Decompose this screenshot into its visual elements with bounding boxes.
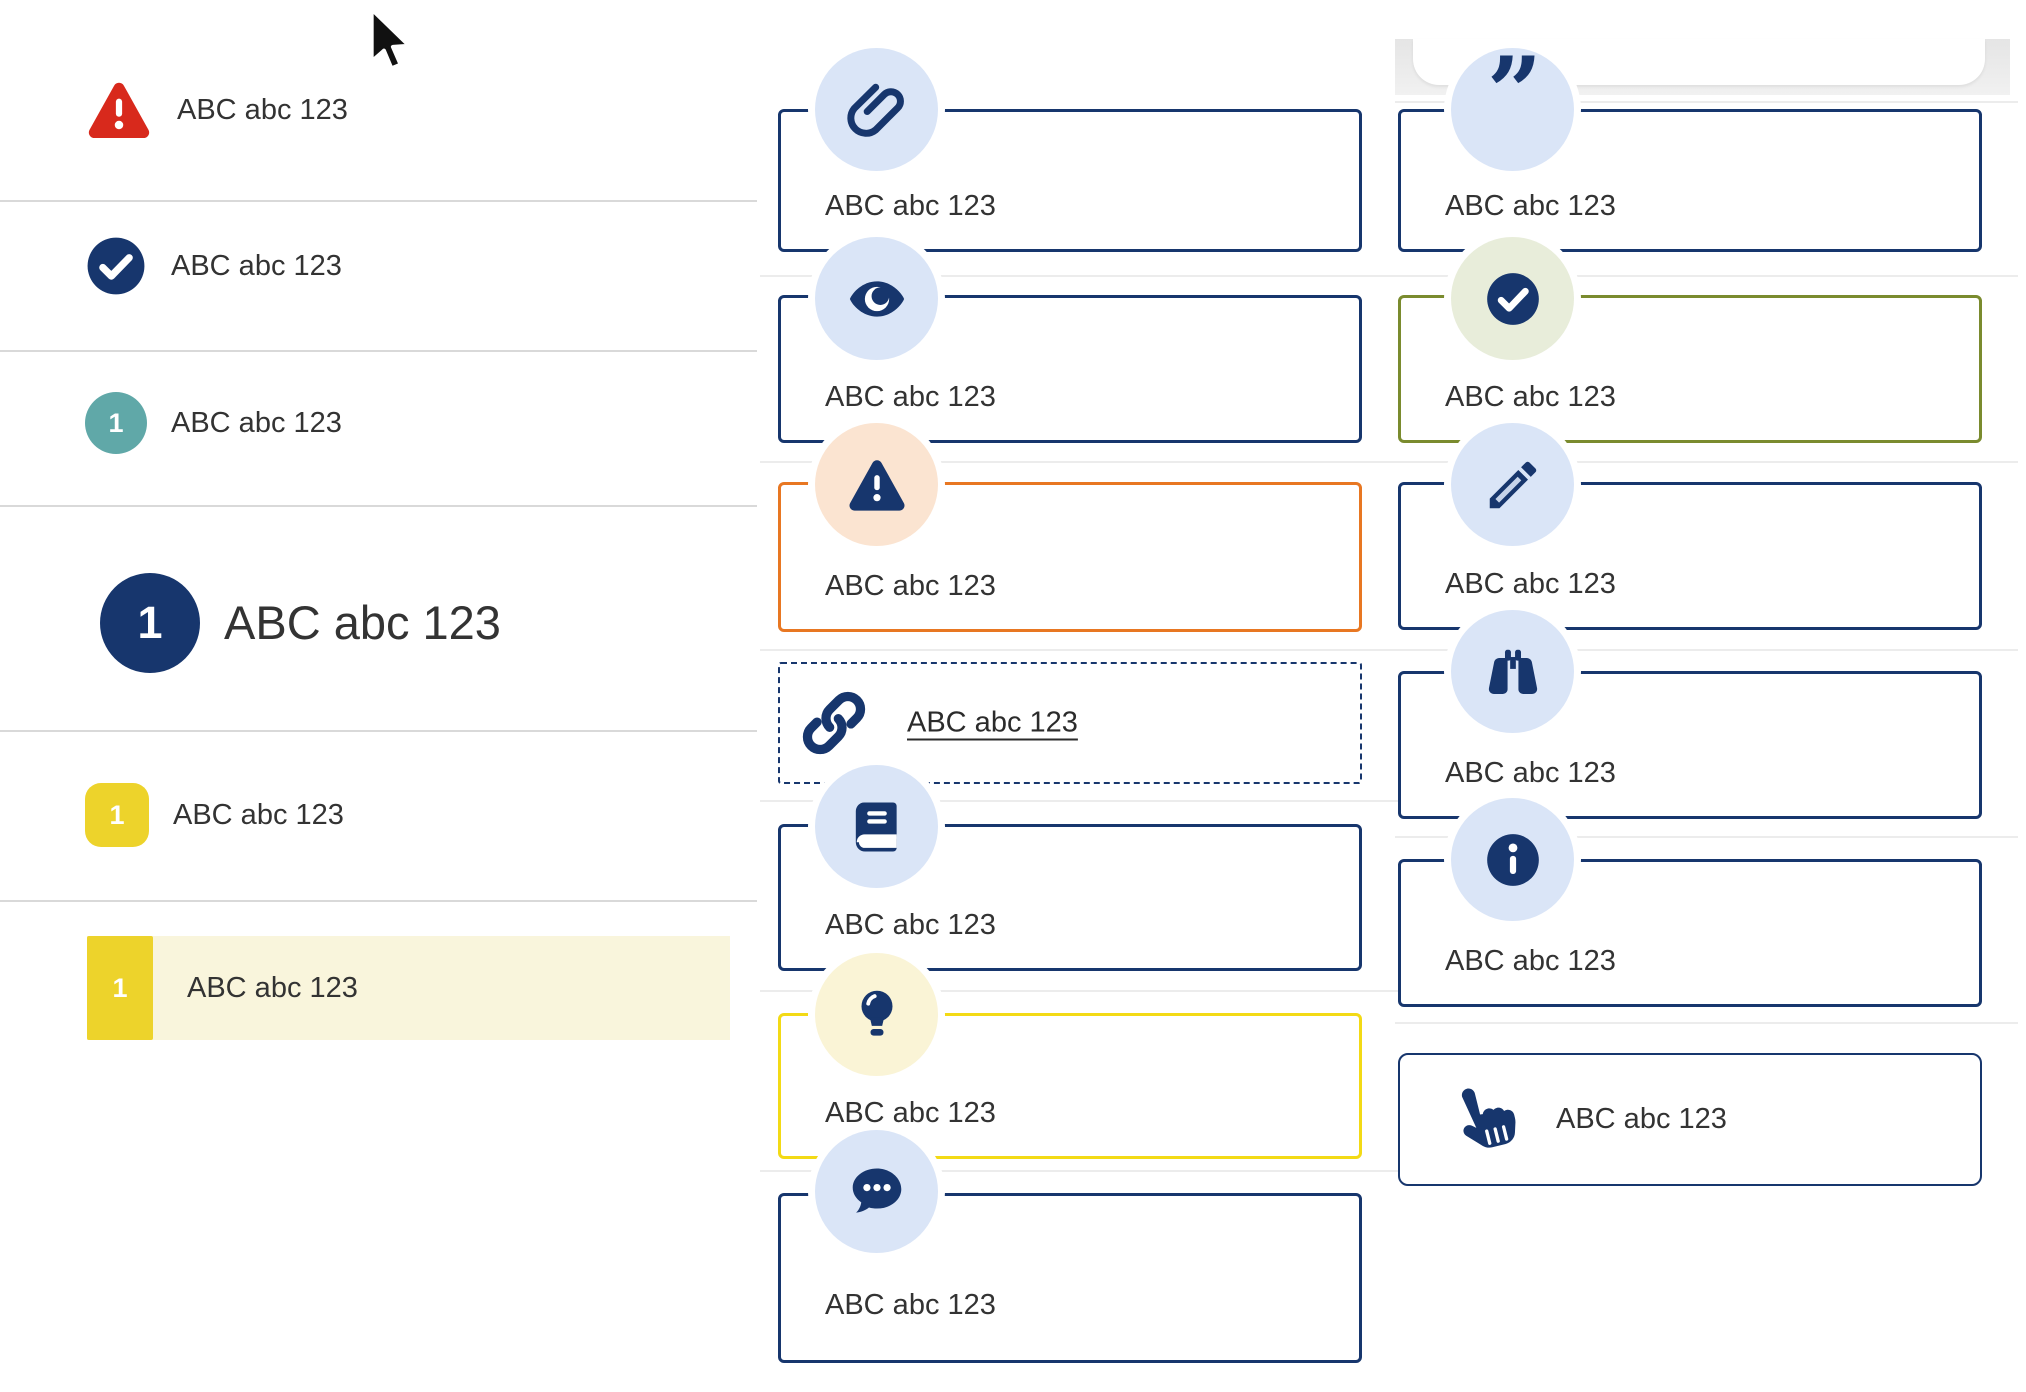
list-item-label: ABC abc 123	[171, 406, 342, 439]
link-icon	[797, 686, 871, 760]
callout-label: ABC abc 123	[1445, 568, 1616, 600]
divider	[760, 275, 1398, 277]
left-list-pane: ABC abc 123 ABC abc 123 1 ABC abc 123 1 …	[0, 0, 758, 1392]
hand-pointer-icon	[1440, 1078, 1518, 1162]
divider	[760, 1170, 1398, 1172]
numbered-badge-yellow-rounded: 1	[85, 783, 149, 847]
callout-column-right: ” ABC abc 123 ABC abc 123 ABC abc 123	[1395, 0, 2026, 1392]
divider	[1395, 461, 2018, 463]
list-item: 1 ABC abc 123	[0, 745, 758, 885]
list-item: ABC abc 123	[0, 196, 758, 336]
callout-label: ABC abc 123	[1445, 757, 1616, 789]
list-item-label: ABC abc 123	[173, 798, 344, 831]
numbered-badge-yellow-square: 1	[87, 936, 153, 1040]
divider	[0, 505, 757, 507]
divider	[0, 200, 757, 202]
callout-label: ABC abc 123	[825, 570, 996, 602]
callout-label: ABC abc 123	[825, 909, 996, 941]
paperclip-icon	[815, 48, 938, 171]
pencil-icon	[1451, 423, 1574, 546]
divider	[1395, 275, 2018, 277]
info-circle-icon	[1451, 798, 1574, 921]
callout-label: ABC abc 123	[825, 1097, 996, 1129]
divider	[760, 990, 1398, 992]
book-icon	[815, 765, 938, 888]
list-item-label: ABC abc 123	[177, 93, 348, 126]
callout-card-link[interactable]: ABC abc 123	[778, 662, 1362, 784]
list-item-label: ABC abc 123	[171, 249, 342, 282]
list-item: ABC abc 123	[0, 40, 758, 180]
binoculars-icon	[1451, 610, 1574, 733]
divider	[0, 730, 757, 732]
eye-icon	[815, 237, 938, 360]
numbered-badge-navy-large: 1	[100, 573, 200, 673]
warning-triangle-icon	[815, 423, 938, 546]
callout-card-warning[interactable]: ABC abc 123	[778, 482, 1362, 632]
callout-card-visibility[interactable]: ABC abc 123	[778, 295, 1362, 443]
divider	[0, 350, 757, 352]
divider	[1395, 649, 2018, 651]
callout-label: ABC abc 123	[1445, 190, 1616, 222]
highlighted-list-item[interactable]: 1 ABC abc 123	[87, 936, 730, 1040]
callout-label: ABC abc 123	[1556, 1103, 1727, 1135]
alert-triangle-icon	[85, 76, 153, 144]
divider	[1395, 101, 2018, 103]
chat-bubble-icon	[815, 1130, 938, 1253]
divider	[760, 649, 1398, 651]
heading-label: ABC abc 123	[224, 596, 501, 650]
arrow-cursor	[366, 6, 412, 80]
list-item-heading: 1 ABC abc 123	[0, 523, 758, 723]
callout-card-attachment[interactable]: ABC abc 123	[778, 109, 1362, 252]
callout-label: ABC abc 123	[825, 1289, 996, 1321]
quote-glyph: ”	[1486, 35, 1542, 149]
callout-label: ABC abc 123	[1445, 381, 1616, 413]
divider	[760, 800, 1398, 802]
check-circle-icon	[1451, 237, 1574, 360]
callout-label: ABC abc 123	[825, 190, 996, 222]
divider	[1395, 1022, 2018, 1024]
numbered-badge-teal: 1	[85, 392, 147, 454]
callout-column-middle: ABC abc 123 ABC abc 123 ABC abc 123	[760, 0, 1405, 1392]
callout-card-reference[interactable]: ABC abc 123	[778, 824, 1362, 971]
divider	[760, 461, 1398, 463]
callout-label: ABC abc 123	[825, 381, 996, 413]
callout-link-label[interactable]: ABC abc 123	[907, 706, 1078, 739]
list-item: 1 ABC abc 123	[0, 353, 758, 493]
lightbulb-icon	[815, 953, 938, 1076]
divider	[0, 900, 757, 902]
list-item-label: ABC abc 123	[187, 971, 358, 1004]
divider	[1395, 836, 2018, 838]
quote-icon: ”	[1451, 35, 1574, 171]
callout-label: ABC abc 123	[1445, 945, 1616, 977]
check-circle-icon	[85, 235, 147, 297]
callout-card-action[interactable]: ABC abc 123	[1398, 1053, 1982, 1186]
